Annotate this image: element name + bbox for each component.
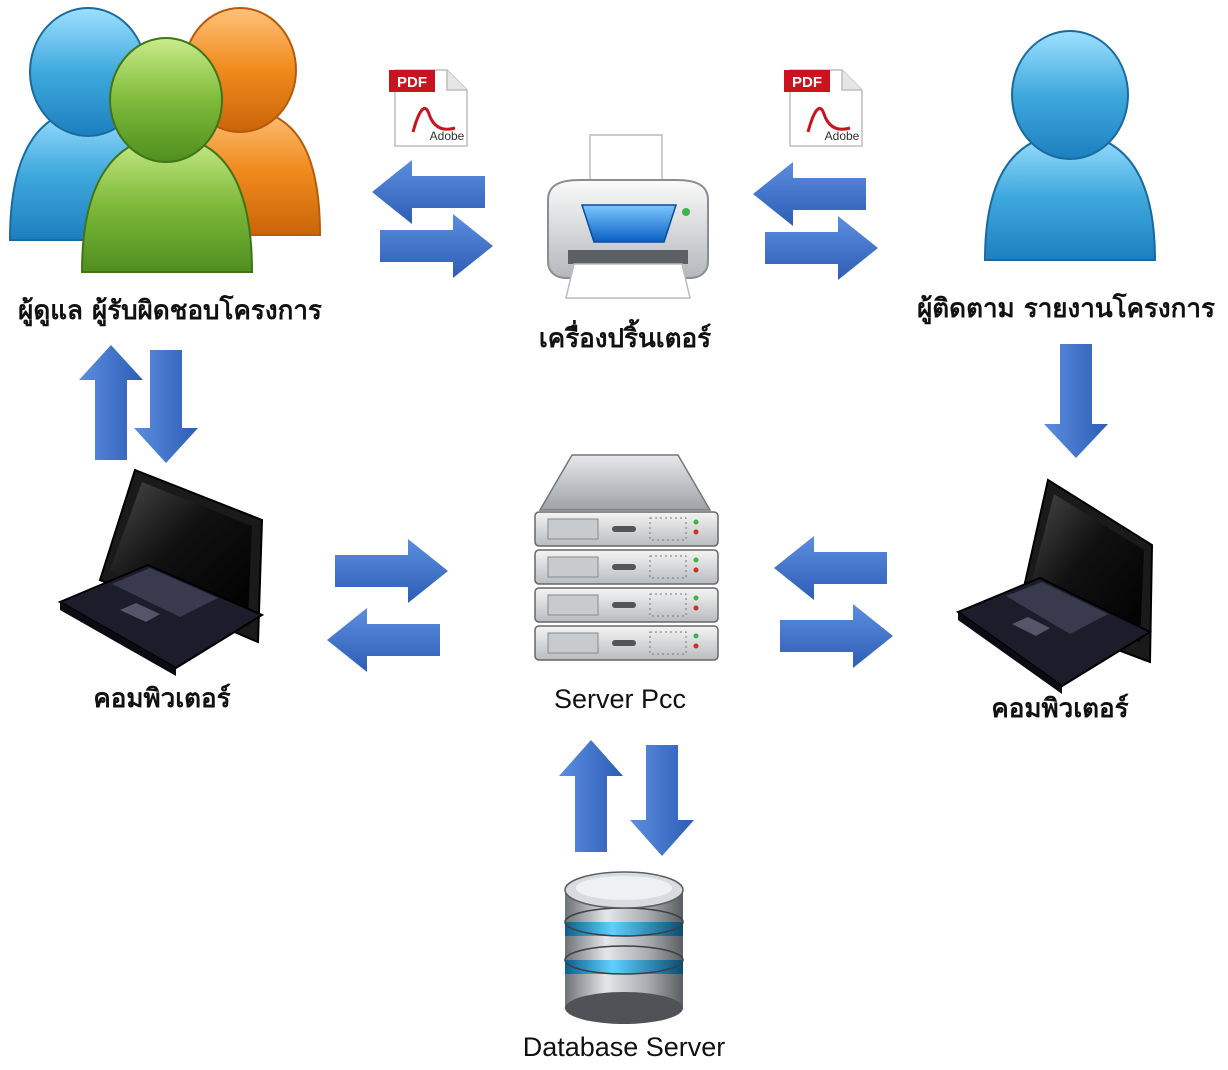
user-icon <box>983 30 1157 261</box>
database-label: Database Server <box>522 1032 726 1062</box>
pdf-file-icon: PDF Adobe <box>389 69 468 147</box>
printer-icon <box>547 134 709 299</box>
arrow-monitor-to-printer <box>753 162 866 226</box>
arrow-admins-to-computer <box>134 350 198 463</box>
arrow-computer-to-admins <box>79 345 143 460</box>
left-computer-label: คอมพิวเตอร์ <box>93 684 231 714</box>
laptop-icon <box>57 468 265 676</box>
laptop-icon <box>955 478 1154 694</box>
user-group-icon <box>8 7 322 273</box>
pdf-format-label: PDF <box>792 74 822 91</box>
pdf-format-label: PDF <box>397 74 427 91</box>
database-icon <box>564 871 684 1024</box>
arrow-computer-to-server <box>335 539 448 603</box>
monitor-label: ผู้ติดตาม รายงานโครงการ <box>917 294 1215 324</box>
arrow-server-to-database <box>630 745 694 856</box>
arrow-printer-to-monitor <box>765 216 878 280</box>
right-computer-label: คอมพิวเตอร์ <box>991 694 1129 724</box>
server-rack-icon <box>534 454 719 661</box>
pdf-file-icon: PDF Adobe <box>784 69 863 147</box>
arrow-printer-to-admins <box>372 160 485 224</box>
arrow-database-to-server <box>559 740 623 852</box>
arrow-admins-to-printer <box>380 214 493 278</box>
pdf-brand-label: Adobe <box>430 129 465 143</box>
arrow-computer-to-server-right <box>774 536 887 600</box>
arrow-server-to-computer-right <box>780 604 893 668</box>
pdf-brand-label: Adobe <box>825 129 860 143</box>
printer-label: เครื่องปริ้นเตอร์ <box>538 324 712 354</box>
arrow-server-to-computer <box>327 608 440 672</box>
server-label: Server Pcc <box>553 684 687 714</box>
arrow-monitor-to-computer <box>1044 344 1108 458</box>
admins-label: ผู้ดูแล ผู้รับผิดชอบโครงการ <box>18 296 322 326</box>
